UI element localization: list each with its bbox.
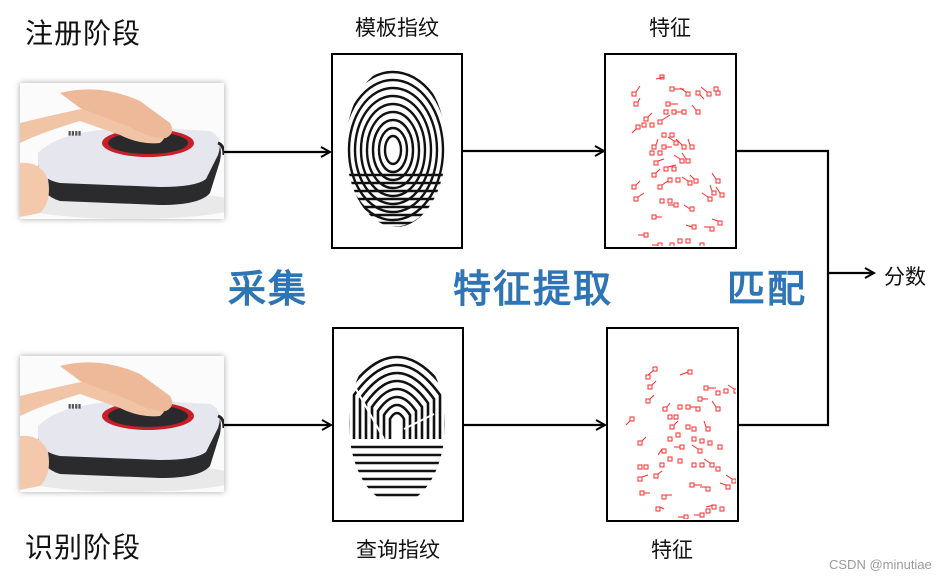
template-fingerprint-box [331, 53, 463, 249]
identify-stage-label: 识别阶段 [25, 531, 142, 564]
query-fingerprint-box [332, 327, 464, 522]
enroll-stage-label: 注册阶段 [25, 17, 142, 50]
scanner-illustration-icon: ▮▮▮▮ [20, 356, 224, 492]
step-match-label: 匹配 [727, 267, 808, 311]
fingerprint-scanner-image-enroll: ▮▮▮▮ [20, 83, 224, 219]
svg-text:▮▮▮▮: ▮▮▮▮ [68, 130, 81, 137]
minutiae-map-icon [625, 366, 736, 519]
step-acquire-label: 采集 [228, 267, 309, 311]
watermark: CSDN @minutiae [829, 557, 932, 572]
svg-text:▮▮▮▮: ▮▮▮▮ [68, 403, 81, 410]
fingerprint-scanner-image-identify: ▮▮▮▮ [20, 356, 224, 492]
feature-caption-bottom: 特征 [651, 538, 693, 562]
fingerprint-icon [346, 67, 446, 227]
minutiae-map-icon [631, 74, 725, 246]
template-fingerprint-caption: 模板指纹 [355, 16, 439, 40]
minutiae-features-box-bottom [606, 327, 739, 522]
fingerprint-icon [349, 355, 445, 497]
step-extract-label: 特征提取 [453, 267, 614, 311]
feature-caption-top: 特征 [649, 16, 691, 40]
query-fingerprint-caption: 查询指纹 [356, 538, 440, 562]
scanner-illustration-icon: ▮▮▮▮ [20, 83, 224, 219]
minutiae-features-box-top [604, 53, 737, 249]
score-output-label: 分数 [884, 265, 926, 289]
